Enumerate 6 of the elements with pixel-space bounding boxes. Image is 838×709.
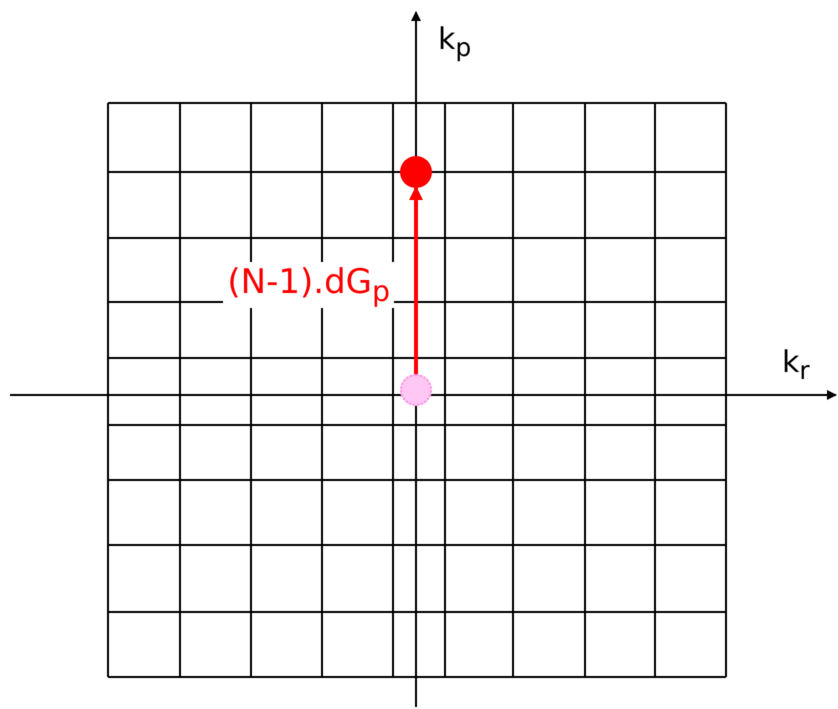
axis-label: k$_{r}$ bbox=[782, 345, 810, 385]
axis-label: k$_{p}$ bbox=[438, 22, 472, 62]
origin-point bbox=[400, 374, 432, 406]
target-point bbox=[400, 156, 432, 188]
arrow bbox=[409, 186, 423, 374]
edge-label: (N-1).dG$_{p}$ bbox=[223, 262, 394, 308]
